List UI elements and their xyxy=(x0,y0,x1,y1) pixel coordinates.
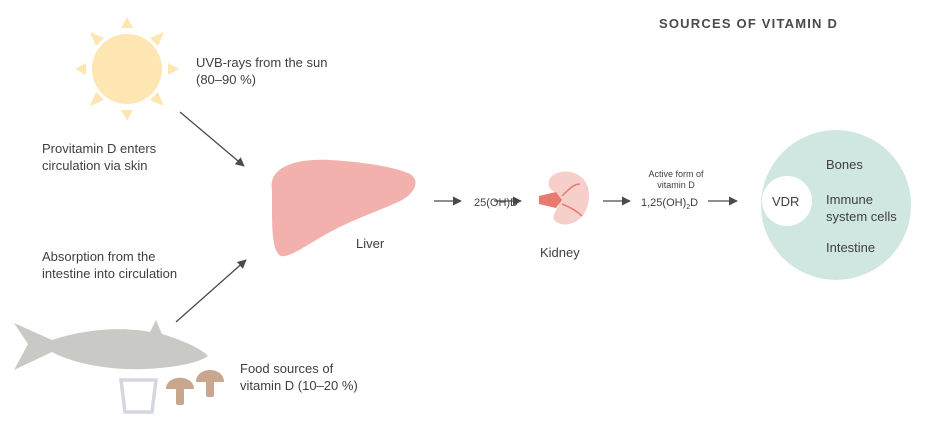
metabolite-125-subscript: 2 xyxy=(686,204,691,212)
intestine-label-line1: Absorption from the xyxy=(42,249,156,264)
skin-label-line1: Provitamin D enters xyxy=(42,141,157,156)
intestine-absorption-label: Absorption from the intestine into circu… xyxy=(42,248,177,282)
sun-label-line2: (80–90 %) xyxy=(196,72,256,87)
sun-label: UVB-rays from the sun (80–90 %) xyxy=(196,54,328,88)
target-intestine-label: Intestine xyxy=(826,240,876,255)
sun-label-line1: UVB-rays from the sun xyxy=(196,55,328,70)
intestine-label-line2: intestine into circulation xyxy=(42,266,178,281)
food-label-line1: Food sources of xyxy=(240,361,334,376)
arrow-intestine-to-liver xyxy=(175,259,247,323)
kidney-label: Kidney xyxy=(540,245,580,260)
arrow-skin-to-liver xyxy=(179,111,245,167)
sun-icon xyxy=(75,17,179,121)
target-immune-label: Immune system cells xyxy=(826,191,897,225)
metabolite-125-suffix: D xyxy=(690,197,699,209)
metabolite-25ohd-label: 25(OH)D xyxy=(474,197,519,209)
skin-label-line2: circulation via skin xyxy=(42,158,148,173)
liver-label: Liver xyxy=(356,236,385,251)
skin-label: Provitamin D enters circulation via skin xyxy=(42,140,156,174)
food-sources-label: Food sources of vitamin D (10–20 %) xyxy=(240,360,358,394)
vdr-label: VDR xyxy=(772,194,800,209)
active-form-line1: Active form of xyxy=(648,169,704,179)
active-form-line2: vitamin D xyxy=(657,180,695,190)
metabolite-125-prefix: 1,25(OH) xyxy=(641,197,687,209)
diagram-title: SOURCES OF VITAMIN D xyxy=(659,16,839,31)
active-form-label: Active form of vitamin D xyxy=(646,169,706,191)
target-immune-line1: Immune xyxy=(826,192,873,207)
fish-icon xyxy=(14,320,208,370)
glass-icon xyxy=(119,378,158,414)
metabolite-125ohd-label: 1,25(OH)2D xyxy=(641,197,698,214)
liver-icon xyxy=(271,159,416,257)
kidney-icon xyxy=(539,171,590,225)
target-bones-label: Bones xyxy=(826,157,863,172)
target-immune-line2: system cells xyxy=(826,209,897,224)
food-label-line2: vitamin D (10–20 %) xyxy=(240,378,358,393)
mushroom-icon xyxy=(166,370,224,405)
target-cells-circle xyxy=(761,130,911,280)
